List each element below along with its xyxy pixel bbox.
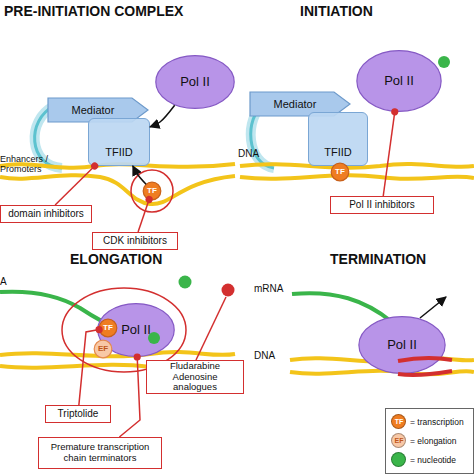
tfiid-box: TFIID [308, 112, 368, 166]
release-arrow [420, 297, 446, 318]
dna-strand [290, 371, 474, 375]
dna-strand [240, 175, 474, 179]
panel-title: TERMINATION [330, 252, 426, 268]
panel-title: INITIATION [300, 4, 373, 20]
node-text: domain inhibitors [8, 208, 84, 219]
legend-symbol: EF [391, 436, 407, 446]
legend-row: = nucleotide [391, 452, 456, 467]
legend-symbol: TF [391, 417, 407, 427]
inhibitor-callout: Pol II inhibitors [330, 196, 434, 214]
node-text: Pol II [180, 75, 210, 90]
region-label: Enhancers / Promoters [0, 154, 54, 174]
polymerase-ellipse: Pol II [155, 55, 235, 109]
node-text: Pol II [121, 323, 151, 338]
node-text: Pol II [387, 338, 417, 353]
inhibition-leader [138, 200, 149, 232]
polymerase-ellipse-fill [156, 56, 234, 109]
legend-text: = elongation [410, 436, 457, 446]
inhibitor-callout: domain inhibitors [0, 205, 92, 223]
node-text: TFIID [105, 146, 133, 158]
target-ring [131, 170, 173, 212]
legend-text: = transcription [410, 417, 464, 427]
polymerase-ellipse: Pol II [356, 50, 442, 112]
strand-label: DNA [238, 148, 259, 159]
inhibition-leader [383, 112, 395, 196]
node-text: CDK inhibitors [103, 235, 167, 246]
inhibitor-callout: Premature transcription chain terminator… [38, 437, 162, 469]
tf-circle-fill [331, 163, 349, 181]
mrna-strand [292, 293, 392, 322]
ef-circle: EF [94, 340, 112, 358]
nucleotide-dot [179, 276, 192, 289]
tf-circle-fill [99, 319, 117, 337]
node-text: TF [103, 324, 113, 333]
node-text: TF [147, 187, 157, 196]
nucleotide-dot [438, 56, 450, 68]
termination-site [398, 358, 452, 361]
polymerase-ellipse: Pol II [358, 316, 446, 374]
tf-circle: TF [143, 182, 161, 200]
tf-circle: TF [99, 319, 117, 337]
node-text: Pol II [384, 74, 414, 89]
ef-circle-fill [94, 340, 112, 358]
strand-label: A [0, 276, 7, 287]
panel-title: ELONGATION [70, 252, 162, 268]
strand-label: DNA [254, 350, 275, 361]
tfiid-box: TFIID [88, 118, 150, 166]
tf-circle: TF [331, 163, 349, 181]
polymerase-ellipse-fill [357, 51, 441, 112]
inhibitor-callout: Triptolide [45, 405, 111, 423]
inhibitor-callout: CDK inhibitors [92, 232, 178, 250]
flow-arrow [133, 166, 146, 184]
strand-label: mRNA [254, 283, 283, 294]
node-text: TFIID [324, 146, 352, 158]
node-text: Mediator [72, 104, 115, 116]
node-text: EF [98, 345, 108, 354]
node-text: Fludarabine Adenosine analogues [150, 361, 240, 393]
inhibitor-callout: Fludarabine Adenosine analogues [146, 360, 244, 394]
inhibition-leader [55, 166, 95, 205]
dna-strand [0, 175, 235, 204]
termination-site [398, 371, 452, 375]
node-text: Mediator [274, 98, 317, 110]
node-text: Premature transcription chain terminator… [42, 442, 158, 463]
node-text: Triptolide [58, 408, 99, 419]
analogue-dot [222, 284, 235, 297]
legend-swatch [391, 452, 406, 467]
node-text: TF [335, 168, 345, 177]
panel-title: PRE-INITIATION COMPLEX [4, 4, 183, 20]
nucleotide-dot [148, 332, 160, 344]
inhibition-leader [79, 330, 99, 405]
inhibition-leader [119, 357, 140, 437]
legend-text: = nucleotide [410, 455, 456, 465]
flow-arrow [150, 105, 175, 127]
leader-line [196, 297, 226, 360]
tf-circle-fill [143, 182, 161, 200]
node-text: Pol II inhibitors [349, 199, 415, 210]
polymerase-ellipse-fill [359, 317, 445, 374]
